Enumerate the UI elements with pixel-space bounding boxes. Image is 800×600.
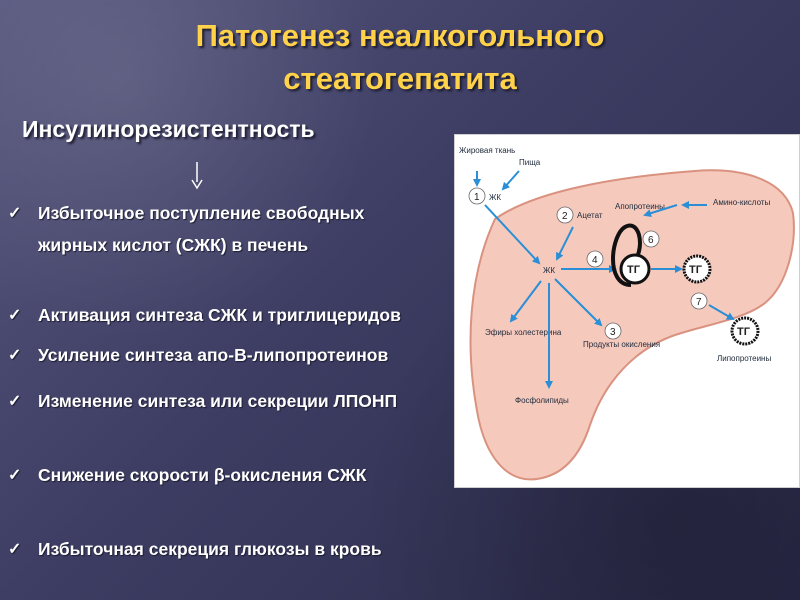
step-2-circle: [556, 206, 574, 224]
step-6-circle: [642, 230, 660, 248]
label-lipoproteins: Липопротеины: [717, 354, 771, 363]
label-fat-tissue: Жировая ткань: [459, 146, 515, 155]
er-loop: [611, 223, 642, 287]
check-icon: ✓: [8, 541, 22, 558]
step-3-number: 3: [610, 327, 616, 338]
step-4-number: 4: [592, 255, 598, 266]
label-apoproteins: Апопротеины: [615, 202, 665, 211]
bullet-text: Изменение синтеза или секреции ЛПОНП: [38, 391, 398, 411]
liver-diagram: Жировая ткань Пища 1 ЖК 2 Ацетат Апопрот…: [454, 134, 800, 488]
arrow-to-oxidation: [554, 278, 603, 327]
tg-label-2: ТГ: [689, 264, 703, 276]
tg-label-1: ТГ: [627, 264, 641, 276]
step-7-circle: [690, 292, 708, 310]
bullet-item: ✓ Избыточное поступление свободных жирны…: [8, 204, 428, 270]
tg-circle-3: [730, 316, 760, 346]
slide-title: Патогенез неалкогольного стеатогепатита: [0, 14, 800, 100]
step-3-circle: [604, 322, 622, 340]
bullet-text: Активация синтеза СЖК и триглицеридов: [38, 305, 401, 325]
label-phospholipids: Фосфолипиды: [515, 396, 569, 405]
label-fa-center: ЖК: [543, 266, 555, 275]
tg-circle-2: [682, 254, 712, 284]
check-icon: ✓: [8, 467, 22, 484]
tg-circle-1: [619, 253, 651, 285]
step-7-number: 7: [696, 297, 702, 308]
bullet-text: Усиление синтеза апо-В-липопротеинов: [38, 345, 389, 365]
arrow-to-lipoproteins: [708, 304, 735, 321]
label-food: Пища: [519, 158, 541, 167]
subtitle: Инсулинорезистентность: [22, 116, 315, 142]
step-2-number: 2: [562, 211, 568, 222]
tg-label-3: ТГ: [737, 326, 751, 338]
step-1-number: 1: [474, 192, 480, 203]
label-fa-in: ЖК: [489, 193, 501, 202]
check-icon: ✓: [8, 347, 22, 364]
liver-diagram-svg: Жировая ткань Пища 1 ЖК 2 Ацетат Апопрот…: [459, 146, 795, 481]
title-line-2: стеатогепатита: [283, 61, 517, 96]
arrow-food: [501, 170, 520, 191]
liver-shape: [469, 169, 795, 481]
check-icon: ✓: [8, 205, 22, 222]
bullet-text: Избыточная секреция глюкозы в кровь: [38, 539, 382, 559]
step-6-number: 6: [648, 235, 654, 246]
check-icon: ✓: [8, 393, 22, 410]
label-cholesterol-esters: Эфиры холестерина: [485, 328, 562, 337]
label-oxidation-products: Продукты окисления: [583, 340, 660, 349]
bullet-text: Снижение скорости β-окисления СЖК: [38, 465, 367, 485]
arrow-acetate-to-center: [556, 226, 574, 261]
down-arrow-icon: [191, 162, 203, 190]
label-acetate: Ацетат: [577, 211, 603, 220]
label-amino-acids: Амино-кислоты: [713, 198, 771, 207]
bullet-text: Избыточное поступление свободных жирных …: [38, 203, 365, 255]
arrow-fa-to-center: [484, 204, 541, 265]
step-4-circle: [586, 250, 604, 268]
step-1-circle: [468, 187, 486, 205]
title-line-1: Патогенез неалкогольного: [195, 18, 605, 53]
arrow-apoproteins: [643, 204, 678, 218]
check-icon: ✓: [8, 307, 22, 324]
arrow-to-cholesterol: [509, 280, 542, 323]
